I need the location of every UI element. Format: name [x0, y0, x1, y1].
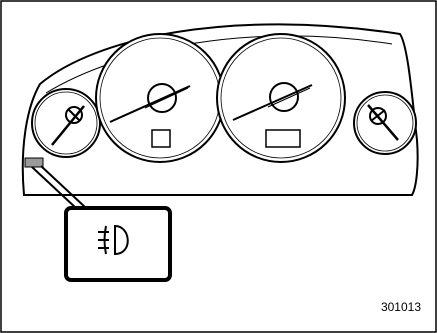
- indicator-callout-box: [64, 206, 172, 282]
- odometer-display: [265, 129, 301, 148]
- callout-leader: [31, 165, 87, 210]
- right-small-gauge: [353, 91, 417, 155]
- tachometer-gauge: [216, 33, 346, 163]
- speedometer-display: [151, 129, 171, 148]
- left-small-gauge: [31, 88, 101, 158]
- needle-icon: [109, 83, 191, 123]
- needle-icon: [51, 105, 85, 146]
- front-fog-light-icon: [98, 224, 129, 256]
- speedometer-gauge: [95, 33, 225, 163]
- front-fog-light-indicator: [24, 157, 44, 168]
- figure-code: 301013: [380, 300, 421, 314]
- needle-icon: [232, 82, 313, 121]
- needle-icon: [367, 104, 399, 141]
